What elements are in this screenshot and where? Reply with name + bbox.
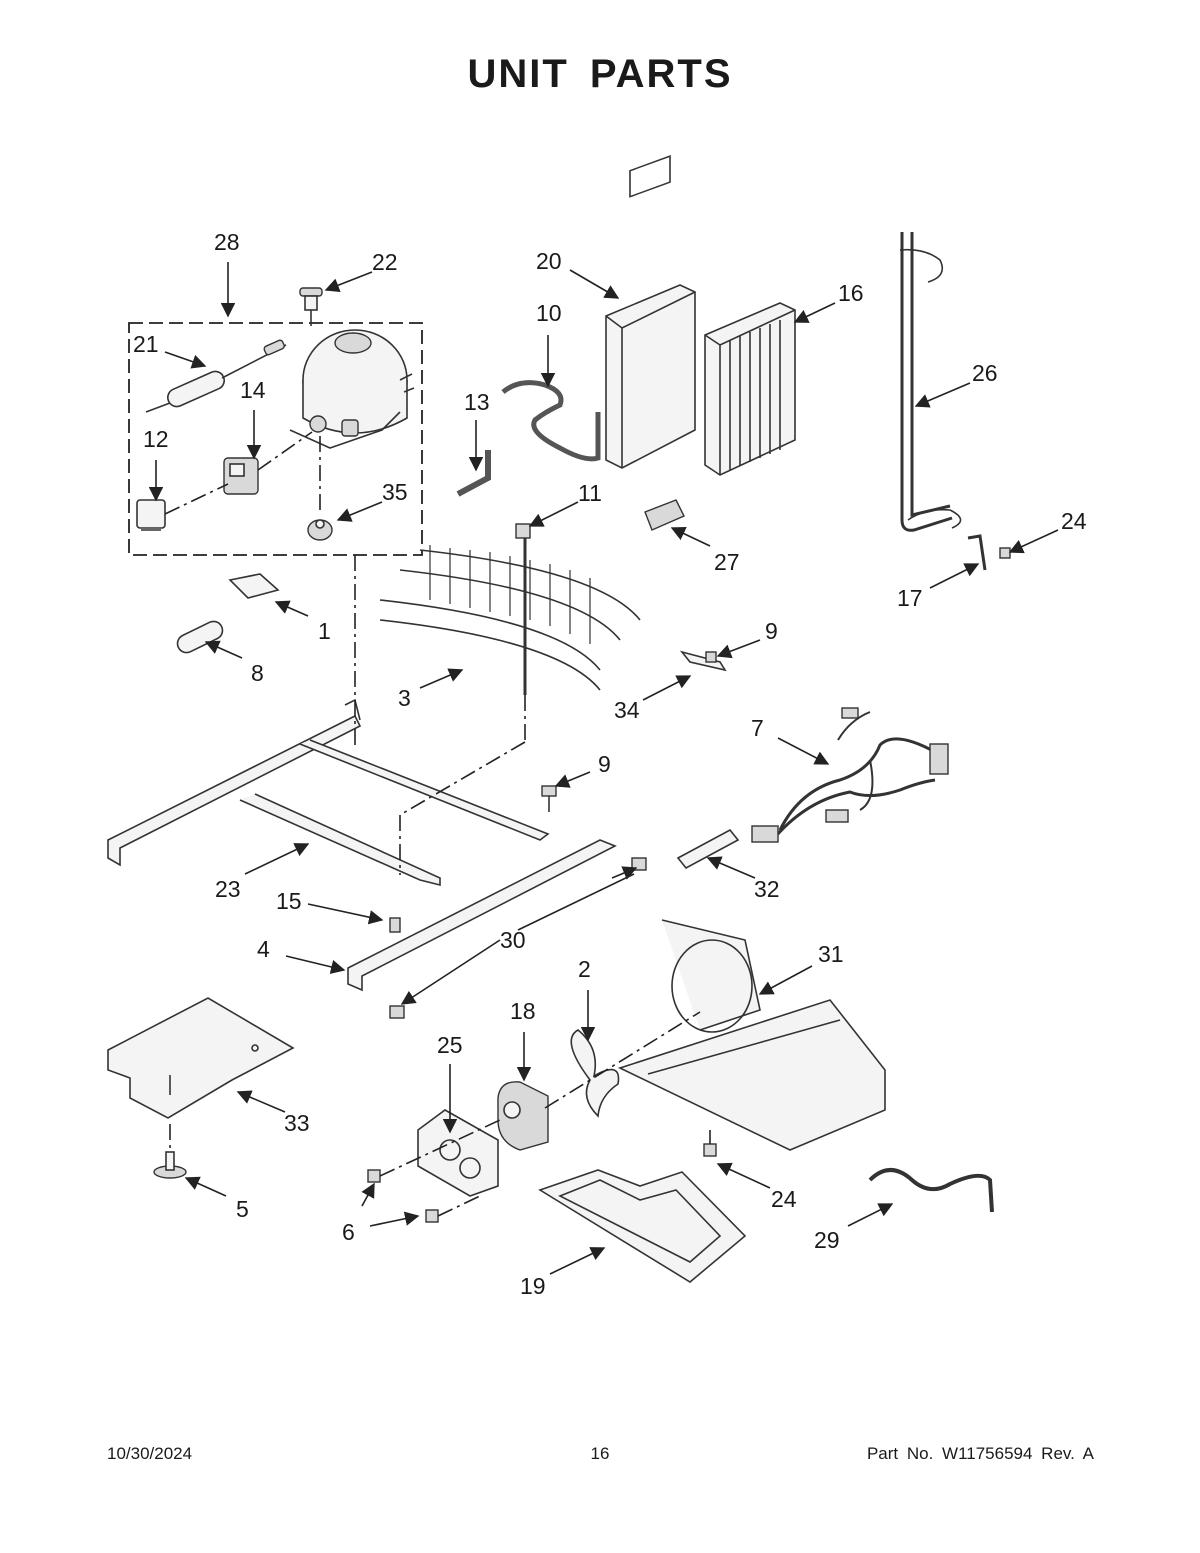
callout-34: 34 <box>614 697 640 723</box>
callout-30: 30 <box>500 927 526 953</box>
part-20-evaporator-cover <box>605 155 696 469</box>
callout-14: 14 <box>240 377 266 403</box>
callout-18: 18 <box>510 998 536 1024</box>
part-32-cable-tie <box>676 828 740 870</box>
part-33-cover-plate <box>107 997 295 1119</box>
callout-1: 1 <box>318 618 331 644</box>
part-27-plate <box>644 499 685 531</box>
footer-page-number: 16 <box>590 1444 610 1463</box>
part-25-motor-bracket <box>417 1109 499 1197</box>
callout-24: 24 <box>771 1186 797 1212</box>
part-compressor <box>289 329 415 449</box>
callout-19: 19 <box>520 1273 546 1299</box>
part-23-base-frame <box>107 698 550 887</box>
part-14-relay <box>223 457 259 495</box>
callout-16: 16 <box>838 280 864 306</box>
part-31-base-pan <box>617 919 886 1151</box>
callout-7: 7 <box>751 715 764 741</box>
page-title: UNIT PARTS <box>467 52 733 96</box>
part-6-screws <box>367 1169 439 1223</box>
callout-26: 26 <box>972 360 998 386</box>
callout-20: 20 <box>536 248 562 274</box>
callout-8: 8 <box>251 660 264 686</box>
callout-33: 33 <box>284 1110 310 1136</box>
callout-12: 12 <box>143 426 169 452</box>
callout-11: 11 <box>578 480 602 506</box>
callout-9: 9 <box>598 751 611 777</box>
part-35-grommet <box>307 519 333 541</box>
part-2-fan-blade <box>570 1029 620 1118</box>
callout-22: 22 <box>372 249 398 275</box>
part-18-fan-motor <box>497 1081 549 1151</box>
footer-part-number: Part No. W11756594 Rev. A <box>866 1444 1094 1463</box>
part-24-screw-top <box>999 547 1011 559</box>
callout-4: 4 <box>257 936 270 962</box>
part-9-screw-top <box>705 651 717 663</box>
callout-27: 27 <box>714 549 740 575</box>
part-9-screw <box>541 785 557 812</box>
callout-5: 5 <box>236 1196 249 1222</box>
callout-2: 2 <box>578 956 591 982</box>
callout-3: 3 <box>398 685 411 711</box>
part-13-tube <box>456 450 491 497</box>
part-1-pad <box>228 573 280 599</box>
callout-29: 29 <box>814 1227 840 1253</box>
part-16-evaporator <box>704 302 796 476</box>
callout-32: 32 <box>754 876 780 902</box>
part-12-overload <box>136 499 166 531</box>
callout-9-top: 9 <box>765 618 778 644</box>
callout-21: 21 <box>133 331 159 357</box>
part-11-clip <box>515 523 531 539</box>
callout-15: 15 <box>276 888 302 914</box>
callout-23: 23 <box>215 876 241 902</box>
callout-35: 35 <box>382 479 408 505</box>
compressor-kit-group <box>128 287 423 556</box>
part-15-screw <box>389 917 401 933</box>
callout-10: 10 <box>536 300 562 326</box>
part-5-leveling-leg <box>153 1124 187 1179</box>
part-19-drain-pan <box>538 1169 747 1283</box>
part-3-condenser <box>379 535 641 695</box>
leader-arrows <box>148 262 1059 1275</box>
part-8-insulation <box>176 620 224 654</box>
part-29-drain-heater <box>868 1168 994 1213</box>
callout-6: 6 <box>342 1219 355 1245</box>
part-21-drier <box>145 339 287 413</box>
part-34-clamp <box>679 650 727 672</box>
part-7-wire-harness <box>751 707 949 843</box>
footer-date: 10/30/2024 <box>107 1444 193 1463</box>
part-26-heater <box>899 232 962 532</box>
part-17-clip <box>967 534 987 571</box>
part-4-front-rail <box>347 839 617 992</box>
callout-28: 28 <box>214 229 240 255</box>
callout-17: 17 <box>897 585 923 611</box>
callout-25: 25 <box>437 1032 463 1058</box>
callout-13: 13 <box>464 389 490 415</box>
part-24-screw <box>703 1130 717 1157</box>
part-22-grommet <box>299 287 323 326</box>
part-10-tube <box>501 380 601 462</box>
callout-31: 31 <box>818 941 844 967</box>
callout-labels: 1 2 3 4 5 6 7 8 9 9 10 11 12 13 14 15 16… <box>133 229 1087 1299</box>
callout-24-top: 24 <box>1061 508 1087 534</box>
